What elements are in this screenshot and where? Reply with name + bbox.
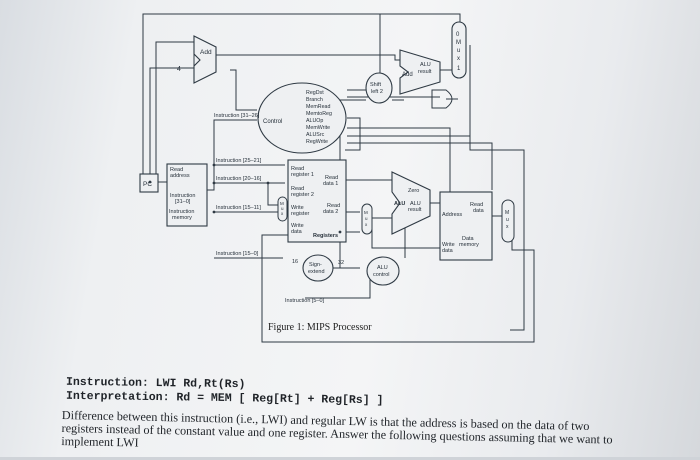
main-alu-text: Zero ALU ALU result bbox=[394, 188, 422, 213]
instr-15-0-label: Instruction [15–0] bbox=[216, 251, 259, 257]
branch-adder-label: Add bbox=[402, 72, 413, 78]
instr-5-0-label: Instruction [5–0] bbox=[285, 298, 325, 304]
main-alu bbox=[391, 171, 431, 235]
instruction-memory bbox=[166, 163, 208, 227]
figure-caption: Figure 1: MIPS Processor bbox=[268, 322, 372, 333]
data-memory bbox=[439, 191, 493, 261]
instruction-line: Instruction: LWI Rd,Rt(Rs) bbox=[65, 375, 246, 392]
question-paragraph: Difference between this instruction (i.e… bbox=[61, 408, 613, 450]
branch-adder bbox=[399, 49, 441, 95]
register-file bbox=[287, 159, 347, 243]
reg-dst-mux bbox=[277, 196, 288, 222]
sign-extend-label: Sign-extend bbox=[308, 262, 325, 275]
control-unit bbox=[257, 82, 347, 154]
bits-16-label: 16 bbox=[292, 259, 298, 265]
pc-register bbox=[139, 173, 159, 193]
control-label: Control bbox=[263, 119, 282, 125]
adder-label: Add bbox=[200, 49, 212, 56]
interpretation-line: Interpretation: Rd = MEM [ Reg[Rt] + Reg… bbox=[65, 389, 384, 408]
sign-extend-unit bbox=[302, 254, 334, 282]
instr-25-21-label: Instruction [25–21] bbox=[216, 158, 262, 164]
instr-15-11-label: Instruction [15–11] bbox=[216, 205, 261, 211]
pc-source-mux bbox=[451, 21, 467, 79]
shift-left-2 bbox=[365, 72, 393, 104]
constant-four: 4 bbox=[177, 66, 181, 73]
instr-31-26-label: Instruction [31–26] bbox=[214, 113, 260, 119]
pc-label: PC bbox=[143, 181, 152, 188]
control-signal-list: RegDst Branch MemRead MemtoReg ALUOp Mem… bbox=[306, 90, 333, 145]
mem-to-reg-mux bbox=[501, 199, 515, 243]
pc-adder bbox=[193, 35, 217, 84]
bits-32-label: 32 bbox=[338, 260, 344, 266]
alu-control-unit bbox=[366, 256, 400, 286]
alu-src-mux bbox=[361, 203, 373, 235]
instr-20-16-label: Instruction [20–16] bbox=[216, 176, 262, 182]
